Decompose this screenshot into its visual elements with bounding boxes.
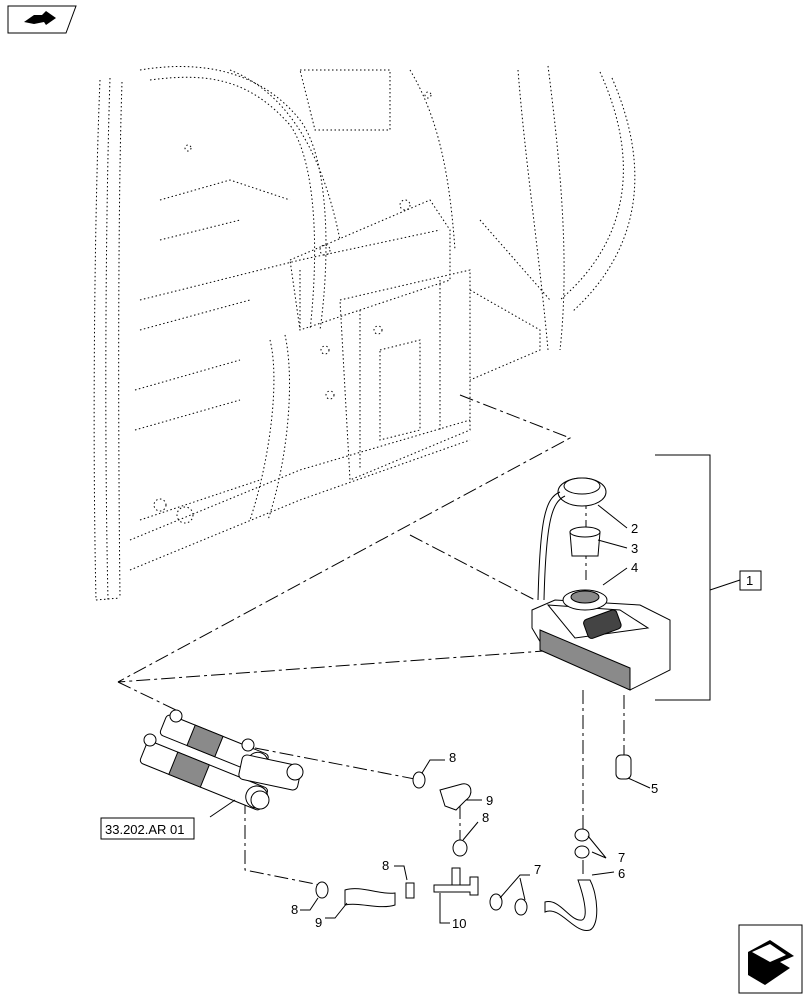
callout-1-box xyxy=(739,570,762,591)
book-page-arrow-icon[interactable] xyxy=(7,5,77,34)
leader-lines xyxy=(300,504,651,924)
callout-9-top: 9 xyxy=(486,793,493,808)
fluid-reservoir xyxy=(531,454,741,701)
callout-5: 5 xyxy=(651,781,658,796)
callout-7-bottom: 7 xyxy=(534,862,541,877)
callout-8-lower: 8 xyxy=(382,858,389,873)
reference-link[interactable]: 33.202.AR 01 xyxy=(100,817,195,840)
assembly-guide-lines xyxy=(117,394,625,886)
callout-8-middle: 8 xyxy=(482,810,489,825)
cab-frame xyxy=(93,65,636,601)
callout-1: 1 xyxy=(746,573,753,588)
hoses-and-fittings xyxy=(315,754,632,931)
callout-9-bottom: 9 xyxy=(315,915,322,930)
callout-7-right: 7 xyxy=(618,850,625,865)
master-cylinder-assembly xyxy=(139,709,304,818)
next-page-arrow-icon[interactable] xyxy=(738,924,803,994)
reference-label: 33.202.AR 01 xyxy=(105,822,185,837)
callout-3: 3 xyxy=(631,541,638,556)
callouts: 2 3 4 1 5 6 7 7 8 8 8 8 9 9 10 xyxy=(291,521,762,931)
callout-4: 4 xyxy=(631,560,638,575)
callout-8-left: 8 xyxy=(291,902,298,917)
callout-10: 10 xyxy=(452,916,466,931)
callout-6: 6 xyxy=(618,866,625,881)
callout-8-top: 8 xyxy=(449,750,456,765)
callout-2: 2 xyxy=(631,521,638,536)
